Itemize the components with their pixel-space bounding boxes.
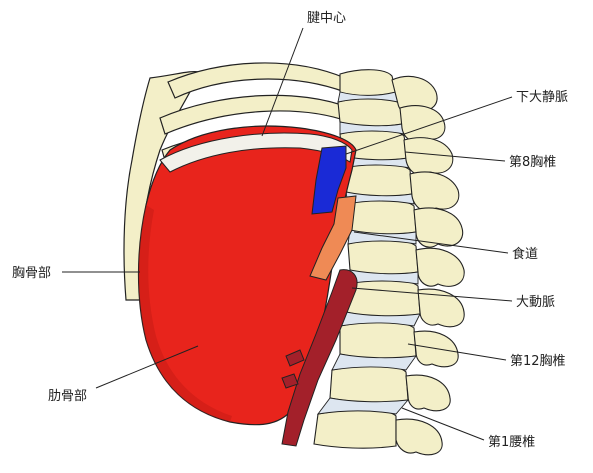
aorta (281, 269, 358, 447)
esophagus (309, 195, 357, 281)
muscle-shade (138, 205, 232, 422)
spine (313, 69, 465, 456)
label-t12: 第12胸椎 (510, 354, 566, 369)
label-sternal-part: 胸骨部 (12, 266, 51, 281)
vena-cava (311, 145, 347, 215)
label-ivc: 下大静脈 (516, 90, 568, 105)
label-t8: 第8胸椎 (509, 155, 556, 170)
label-costal-part: 肋骨部 (48, 389, 87, 404)
label-esophagus: 食道 (512, 246, 538, 262)
intervertebral-disc (316, 91, 421, 415)
label-aorta: 大動脈 (516, 295, 555, 310)
label-central-tendon: 腱中心 (307, 11, 346, 26)
leader-lines (62, 27, 513, 441)
vertebral-process (391, 75, 465, 456)
central-tendon (159, 132, 353, 173)
label-l1: 第1腰椎 (488, 435, 535, 450)
labels: 腱中心 下大静脈 第8胸椎 胸骨部 食道 大動脈 第12胸椎 肋骨部 第1腰椎 (12, 11, 568, 450)
